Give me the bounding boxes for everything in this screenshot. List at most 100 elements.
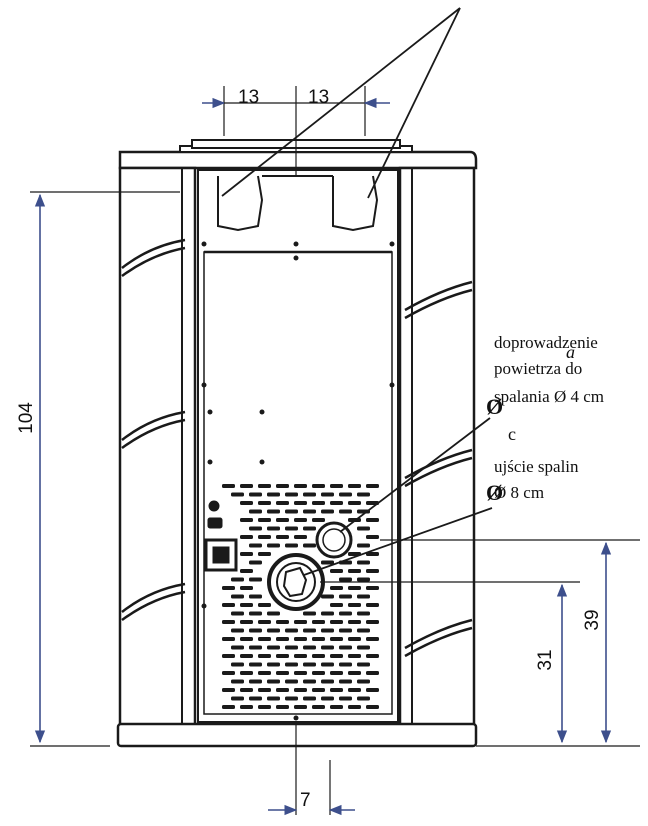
vent-slot [339,662,352,667]
dim-exhaust-height: 31 [535,649,556,670]
vent-slot [330,569,343,573]
vent-slot [276,518,289,522]
vent-slot [366,518,379,522]
vent-slot [330,637,343,641]
vent-slot [231,577,244,582]
vent-slot [357,662,370,667]
vent-slot [312,688,325,692]
vent-slot [348,688,361,692]
vent-slot [222,586,235,590]
spiral-bands [121,238,473,658]
vent-slot [258,535,271,539]
vent-slot [321,645,334,650]
vent-slot [330,620,343,624]
vent-slot [294,620,307,624]
vent-slot [357,645,370,650]
vent-slot [339,594,352,599]
vent-slot [249,662,262,667]
vent-slot [258,552,271,556]
vent-slot [258,484,271,488]
vent-slot [321,696,334,701]
vent-slot [330,671,343,675]
vent-slot [303,628,316,633]
vent-slot [240,688,253,692]
vent-slot [267,526,280,531]
exhaust-label-line2: Ø 8 cm [494,483,544,502]
vent-slot [339,492,352,497]
vent-slot [294,501,307,505]
vent-slot [267,611,280,616]
vent-slot [366,705,379,709]
vent-slot [348,637,361,641]
vent-slot [249,611,262,616]
vent-slot [249,645,262,650]
vent-slot [222,671,235,675]
vent-slot [285,509,298,514]
vent-slot [357,543,370,548]
vent-slot [312,705,325,709]
air-inlet-pipe [315,521,353,559]
vent-slot [240,552,253,556]
dim-height-total: 104 [16,402,37,434]
vent-slot [222,705,235,709]
vent-slot [240,603,253,607]
vent-slot [267,492,280,497]
vent-slot [258,603,271,607]
vent-slot [357,492,370,497]
vent-slot [330,484,343,488]
vent-slot [330,501,343,505]
vent-slot [321,662,334,667]
vent-slot [276,688,289,692]
vent-slot [294,637,307,641]
exhaust-pipe [267,553,325,611]
vent-slot [321,679,334,684]
vent-slot [312,484,325,488]
vent-slot [231,645,244,650]
vent-slot [294,705,307,709]
vent-slot [240,501,253,505]
vent-slot [303,509,316,514]
vent-slot [276,620,289,624]
vent-slot [339,611,352,616]
vent-slot [240,586,253,590]
vent-slot [321,509,334,514]
vent-slot [231,492,244,497]
vent-slot [339,645,352,650]
vent-slot [276,501,289,505]
vent-slot [294,654,307,658]
top-brackets [217,175,379,232]
vent-slot [330,705,343,709]
vent-slot [303,679,316,684]
vent-slot [240,654,253,658]
dim-top-right: 13 [308,87,329,108]
vent-slot [231,628,244,633]
leader-lines [221,7,493,576]
vent-slot [303,696,316,701]
vent-slot [366,569,379,573]
vent-slot [294,518,307,522]
vent-slot [240,637,253,641]
vent-slot [249,509,262,514]
vent-slot [366,586,379,590]
vent-slot [321,492,334,497]
vent-slot [285,492,298,497]
vent-slot [294,688,307,692]
vent-slot [321,594,334,599]
vent-slot [312,637,325,641]
air-inlet-label-line3: spalania Ø 4 cm [494,387,604,406]
handwritten-mark-phi-1: Ø [486,394,503,419]
vent-slot [348,484,361,488]
dim-air-inlet-height: 39 [582,609,603,630]
vent-slot [321,560,334,565]
vent-slot [312,501,325,505]
vent-slot [240,620,253,624]
vent-slot [240,671,253,675]
handwritten-mark-a: a [566,342,575,362]
vent-slot [303,526,316,531]
vent-slot [330,603,343,607]
vent-slot [285,645,298,650]
vent-slot [294,535,307,539]
vent-slot [249,543,262,548]
